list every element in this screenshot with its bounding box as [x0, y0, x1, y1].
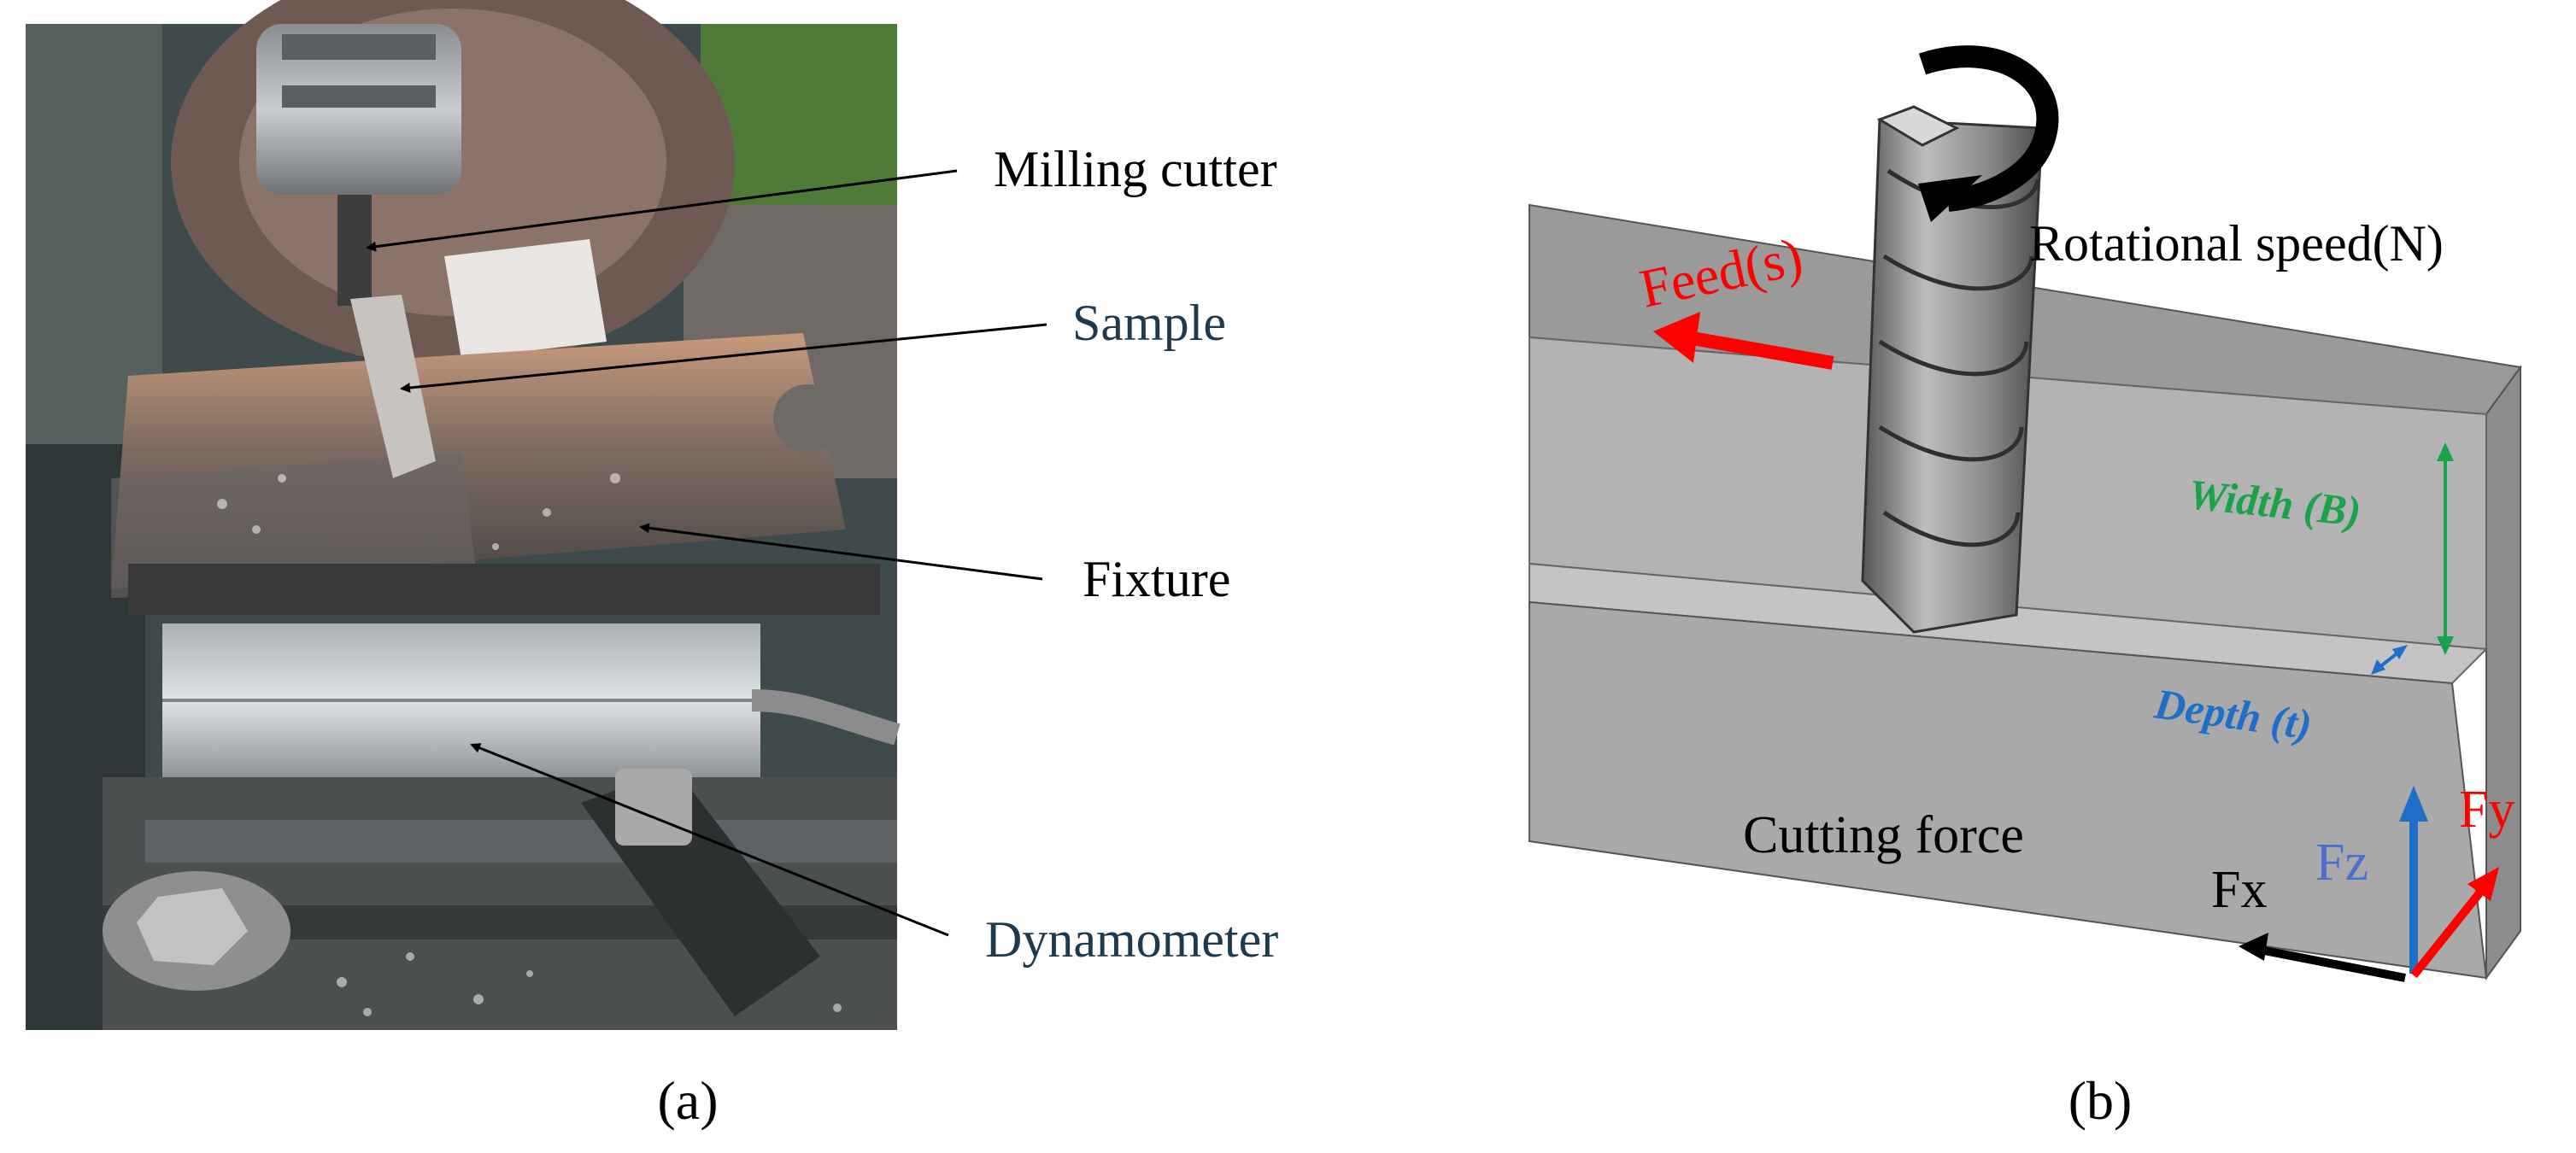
panel-a: Milling cutter Sample Fixture Dynamomete…: [26, 0, 1278, 1131]
label-cutting-force: Cutting force: [1743, 806, 2024, 864]
fz-arrow-icon: [2399, 786, 2428, 974]
leader-dynamometer: [470, 743, 949, 937]
feed-arrow-icon: [1653, 312, 1834, 370]
callout-leaders: [366, 169, 1047, 937]
label-fx: Fx: [2211, 861, 2267, 919]
leader-fixture: [639, 523, 1043, 581]
rotation-arrow-icon: [1918, 45, 2059, 222]
fy-arrow-icon: [2410, 867, 2499, 979]
setup-photo: [26, 0, 901, 1030]
label-rotational-speed: Rotational speed(N): [2029, 215, 2444, 272]
caption-a: (a): [657, 1070, 718, 1131]
sample-specimen: [350, 295, 436, 478]
label-fz: Fz: [2315, 834, 2368, 892]
callout-sample: Sample: [1072, 295, 1226, 351]
callout-milling-cutter: Milling cutter: [994, 141, 1277, 197]
panel-b: Rotational speed(N) Feed(s) Width (B) De…: [1529, 45, 2522, 1131]
caption-b: (b): [2068, 1070, 2133, 1131]
leader-sample: [400, 323, 1047, 393]
width-dimension-arrow: [2437, 442, 2454, 655]
fx-arrow-icon: [2239, 933, 2406, 982]
callout-fixture: Fixture: [1083, 551, 1230, 607]
callout-dynamometer: Dynamometer: [985, 911, 1278, 968]
label-fy: Fy: [2459, 781, 2514, 839]
end-mill-tool: [1861, 105, 2044, 634]
depth-dimension-arrow: [2371, 645, 2408, 675]
leader-milling-cutter: [366, 169, 958, 252]
